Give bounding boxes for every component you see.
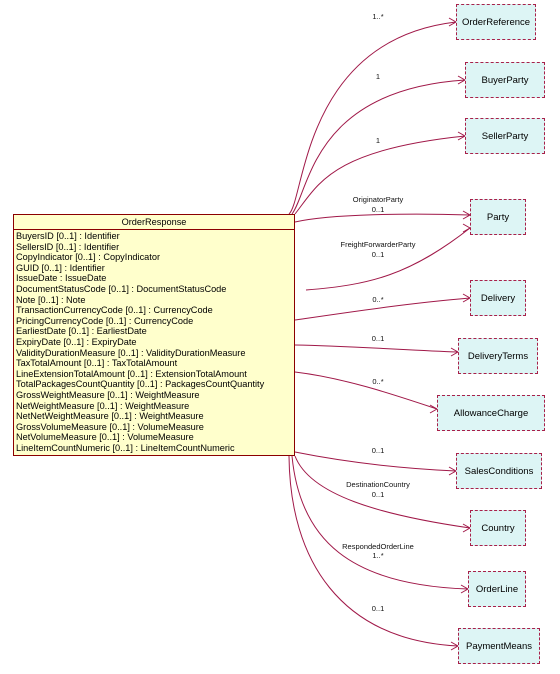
order-line-class: OrderLine [468, 571, 526, 607]
class-attribute: TransactionCurrencyCode [0..1] : Currenc… [16, 305, 213, 316]
freight-forwarder-party-role: FreightForwarderParty [340, 240, 416, 249]
association-order-line [291, 455, 469, 590]
delivery-multiplicity: 0..* [372, 295, 384, 304]
association-seller-party [294, 135, 466, 215]
class-title: OrderResponse [14, 215, 294, 230]
sales-conditions-multiplicity: 0..1 [371, 446, 385, 455]
responded-order-line-multiplicity: 1..* [372, 551, 384, 560]
class-attribute: TotalPackagesCountQuantity [0..1] : Pack… [16, 379, 265, 390]
buyer-party-class: BuyerParty [465, 62, 545, 98]
attribute-list: BuyersID [0..1] : Identifier SellersID [… [14, 230, 294, 453]
class-attribute: DocumentStatusCode [0..1] : DocumentStat… [16, 283, 227, 294]
country-class: Country [470, 510, 526, 546]
class-attribute: EarliestDate [0..1] : EarliestDate [16, 326, 147, 337]
class-attribute: TaxTotalAmount [0..1] : TaxTotalAmount [16, 358, 178, 369]
order-reference-class: OrderReference [456, 4, 536, 40]
originator-party-multiplicity: 0..1 [371, 205, 385, 214]
association-payment-means [288, 455, 459, 647]
buyer-party-multiplicity: 1 [375, 72, 381, 81]
class-attribute: NetWeightMeasure [0..1] : WeightMeasure [16, 400, 190, 411]
party-class: Party [470, 199, 526, 235]
freight-forwarder-party-multiplicity: 0..1 [371, 250, 385, 259]
association-delivery [294, 297, 471, 321]
payment-means-multiplicity: 0..1 [371, 604, 385, 613]
order-reference-multiplicity: 1..* [372, 12, 384, 21]
class-attribute: ExpiryDate [0..1] : ExpiryDate [16, 336, 137, 347]
class-attribute: SellersID [0..1] : Identifier [16, 241, 120, 252]
delivery-terms-multiplicity: 0..1 [371, 334, 385, 343]
destination-country-multiplicity: 0..1 [371, 490, 385, 499]
class-attribute: CopyIndicator [0..1] : CopyIndicator [16, 252, 161, 263]
class-attribute: LineExtensionTotalAmount [0..1] : Extens… [16, 368, 247, 379]
association-originator-party [294, 213, 471, 223]
seller-party-class: SellerParty [465, 118, 545, 154]
originator-party-role: OriginatorParty [352, 195, 404, 204]
class-attribute: NetVolumeMeasure [0..1] : VolumeMeasure [16, 432, 194, 443]
association-country [294, 455, 471, 529]
sales-conditions-class: SalesConditions [456, 453, 542, 489]
delivery-class: Delivery [470, 280, 526, 316]
class-attribute: PricingCurrencyCode [0..1] : CurrencyCod… [16, 315, 194, 326]
association-buyer-party [291, 79, 466, 215]
destination-country-role: DestinationCountry [346, 480, 410, 489]
order-response-class: OrderResponse BuyersID [0..1] : Identifi… [13, 214, 295, 456]
payment-means-class: PaymentMeans [458, 628, 540, 664]
class-attribute: NetNetWeightMeasure [0..1] : WeightMeasu… [16, 411, 204, 422]
class-attribute: BuyersID [0..1] : Identifier [16, 231, 120, 241]
responded-order-line-role: RespondedOrderLine [342, 542, 414, 551]
class-attribute: LineItemCountNumeric [0..1] : LineItemCo… [16, 442, 235, 453]
class-attribute: GrossWeightMeasure [0..1] : WeightMeasur… [16, 389, 200, 400]
allowance-charge-class: AllowanceCharge [437, 395, 545, 431]
seller-party-multiplicity: 1 [375, 136, 381, 145]
association-allowance-charge [294, 371, 438, 410]
class-attribute: Note [0..1] : Note [16, 294, 86, 305]
association-delivery-terms [294, 344, 459, 353]
class-attribute: ValidityDurationMeasure [0..1] : Validit… [16, 347, 246, 358]
association-order-reference [288, 21, 457, 215]
allowance-charge-multiplicity: 0..* [372, 377, 384, 386]
association-freight-forwarder-party [305, 227, 471, 291]
delivery-terms-class: DeliveryTerms [458, 338, 538, 374]
class-attribute: IssueDate : IssueDate [16, 273, 107, 284]
class-attribute: GUID [0..1] : Identifier [16, 262, 105, 273]
class-attribute: GrossVolumeMeasure [0..1] : VolumeMeasur… [16, 421, 204, 432]
association-sales-conditions [294, 451, 457, 472]
